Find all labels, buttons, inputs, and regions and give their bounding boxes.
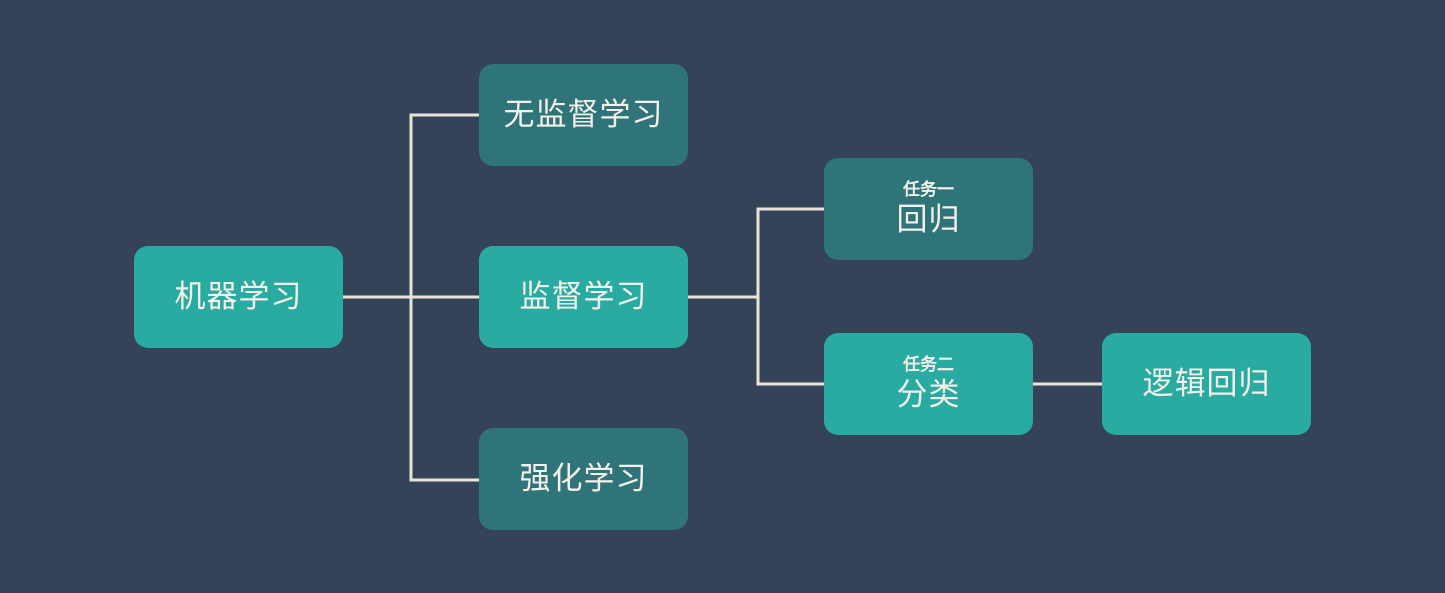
node-caption: 任务二 xyxy=(903,354,954,375)
node-label: 分类 xyxy=(896,377,961,414)
node-label: 强化学习 xyxy=(519,460,648,497)
node-label: 无监督学习 xyxy=(503,96,664,133)
node-label: 监督学习 xyxy=(519,278,648,315)
node-label: 逻辑回归 xyxy=(1142,365,1271,402)
node-logistic-regression: 逻辑回归 xyxy=(1102,333,1311,435)
node-supervised-learning: 监督学习 xyxy=(479,246,688,348)
node-unsupervised-learning: 无监督学习 xyxy=(479,64,688,166)
node-task-regression: 任务一 回归 xyxy=(824,158,1033,260)
node-machine-learning: 机器学习 xyxy=(134,246,343,348)
node-reinforcement-learning: 强化学习 xyxy=(479,428,688,530)
node-label: 机器学习 xyxy=(174,278,303,315)
node-label: 回归 xyxy=(896,202,961,239)
node-task-classification: 任务二 分类 xyxy=(824,333,1033,435)
node-caption: 任务一 xyxy=(903,179,954,200)
